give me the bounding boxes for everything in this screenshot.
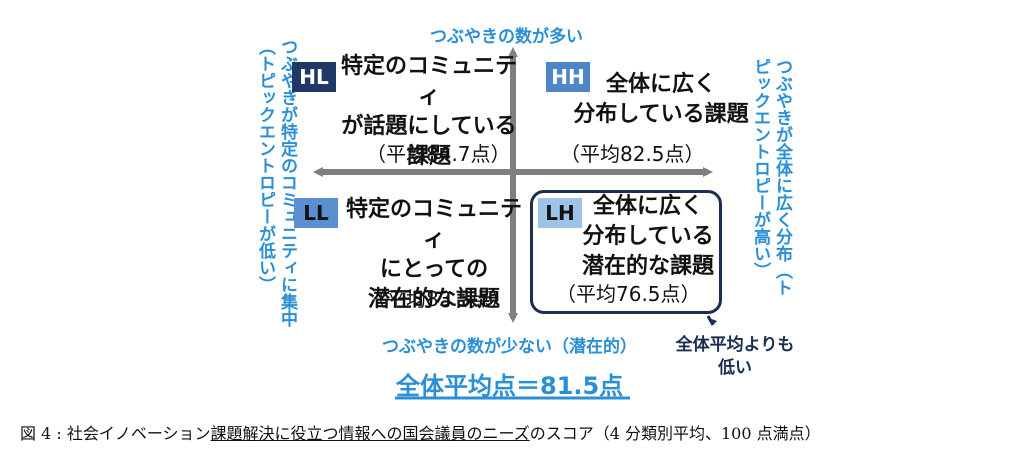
quadrant-hl-line3: 課題 bbox=[406, 144, 451, 169]
annotation-line1: 全体平均よりも bbox=[675, 335, 795, 355]
quadrant-ll-line1: 特定のコミュニティ bbox=[345, 197, 522, 252]
annotation-line2: 低い bbox=[718, 358, 752, 378]
quadrant-lh-avg: （平均76.5点） bbox=[556, 282, 701, 306]
caption-underlined: 課題解決に役立つ情報への国会議員のニーズ bbox=[210, 424, 530, 443]
badge-hh: HH bbox=[546, 62, 590, 92]
quadrant-lh-line2: 分布している bbox=[582, 224, 714, 249]
quadrant-lh-line1: 全体に広く bbox=[592, 194, 703, 219]
quadrant-hh-line2: 分布している課題 bbox=[573, 102, 749, 127]
figure-caption: 図 4 : 社会イノベーション課題解決に役立つ情報への国会議員のニーズのスコア（… bbox=[20, 420, 821, 444]
badge-lh: LH bbox=[538, 198, 582, 228]
badge-ll: LL bbox=[294, 198, 338, 228]
caption-suffix: のスコア（4 分類別平均、100 点満点） bbox=[529, 424, 821, 443]
axis-label-left: つぶやきが特定のコミュニティに集中（トピックエントロピーが低い） bbox=[255, 38, 297, 327]
quadrant-lh: 全体に広く 分布している 潜在的な課題 bbox=[568, 192, 728, 282]
quadrant-ll-line3: 潜在的な課題 bbox=[367, 287, 500, 312]
axis-label-top: つぶやきの数が多い bbox=[430, 27, 583, 47]
quadrant-hl-line1: 特定のコミュニティ bbox=[340, 54, 517, 109]
annotation: 全体平均よりも 低い bbox=[665, 334, 805, 380]
quadrant-ll-avg: （平均83.5点） bbox=[366, 287, 511, 311]
badge-hl: HL bbox=[292, 62, 336, 92]
quadrant-lh-line3: 潜在的な課題 bbox=[581, 254, 714, 279]
overall-average: 全体平均点＝81.5点 bbox=[396, 372, 624, 400]
caption-prefix: 図 4 : 社会イノベーション bbox=[20, 424, 211, 443]
quadrant-hh: 全体に広く 分布している課題 bbox=[566, 70, 756, 130]
quadrant-hl: 特定のコミュニティ が話題にしている 課題 bbox=[334, 52, 524, 172]
quadrant-ll: 特定のコミュニティ にとっての 潜在的な課題 bbox=[336, 195, 532, 315]
lh-highlight-box bbox=[530, 190, 722, 314]
quadrant-hh-line1: 全体に広く bbox=[605, 72, 716, 97]
quadrant-ll-line2: にとっての bbox=[379, 257, 489, 282]
quadrant-hl-line2: が話題にしている bbox=[341, 114, 517, 139]
axis-label-bottom: つぶやきの数が少ない（潜在的） bbox=[382, 337, 637, 357]
axis-label-right: つぶやきが全体に広く分布（トピックエントロピーが高い） bbox=[750, 58, 792, 296]
quadrant-hl-avg: （平均84.7点） bbox=[366, 142, 511, 166]
quadrant-hh-avg: （平均82.5点） bbox=[560, 142, 705, 166]
